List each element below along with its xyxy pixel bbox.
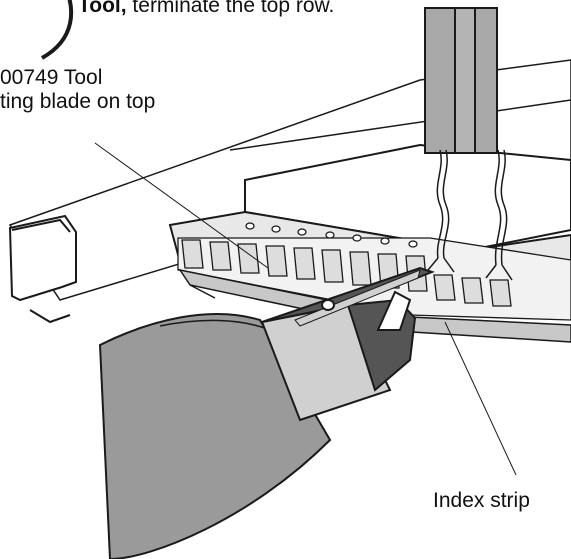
connector-block: [177, 222, 571, 321]
tool-leader-line: [94, 142, 269, 269]
instruction-bold: Tool,: [78, 0, 127, 17]
step-number-circle: [41, 0, 74, 60]
left-bracket: [8, 214, 77, 324]
tool-label-line-2: ting blade on top: [0, 90, 156, 113]
wires: [427, 149, 513, 281]
index-strip-label: Index strip: [433, 489, 530, 512]
index-strip-leader-line: [444, 321, 517, 476]
vertical-columns: [424, 7, 498, 154]
punch-down-tool: [98, 266, 435, 559]
instruction-text: terminate the top row.: [126, 0, 335, 17]
step-instruction: Tool, terminate the top row.: [78, 0, 334, 18]
tool-label-line-1: 00749 Tool: [0, 66, 103, 89]
